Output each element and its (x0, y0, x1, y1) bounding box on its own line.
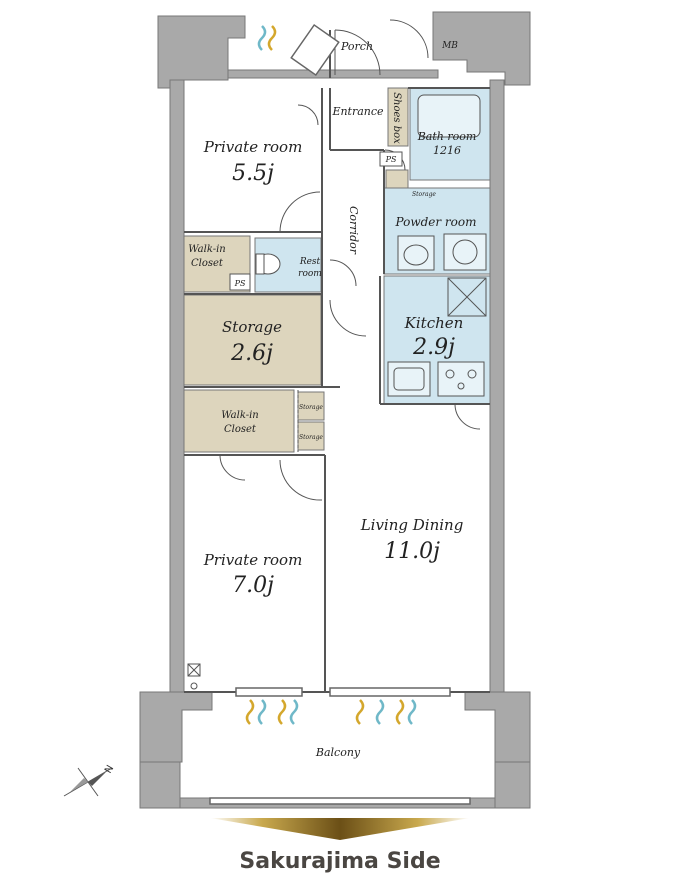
storage-small-top-label: Storage (299, 404, 323, 411)
storage-small-top-area (297, 391, 325, 421)
storage-small-bottom-area (297, 421, 325, 451)
vent-box (187, 663, 201, 677)
range-hood (447, 277, 487, 317)
living-dining-name: Living Dining (360, 516, 464, 534)
orientation-arrow (210, 818, 470, 840)
shoes-box-label: Shoes box (391, 92, 402, 144)
shoes-box-area (387, 87, 409, 147)
ps-toilet-label: PS (234, 279, 246, 288)
storage-main-size: 2.6j (230, 341, 273, 366)
ventilation-icons (245, 25, 417, 725)
private-room-south-name: Private room (203, 551, 303, 569)
cooktop (437, 361, 485, 397)
ps-bath-label: PS (385, 155, 397, 164)
walkin-closet-mid-line2: Closet (224, 424, 257, 435)
entrance-label: Entrance (331, 105, 384, 118)
bathtub (417, 94, 481, 138)
door-swings (219, 19, 481, 501)
ps-toilet-box (229, 273, 251, 291)
corridor-label: Corridor (347, 206, 360, 255)
private-room-north-size: 5.5j (232, 161, 274, 186)
kitchen-size: 2.9j (412, 335, 455, 360)
fixtures (187, 94, 487, 690)
ps-bath-box (379, 151, 403, 167)
compass-north-label: N (103, 764, 116, 776)
balcony-label: Balcony (315, 746, 361, 759)
porch-label: Porch (340, 40, 373, 53)
mb-label: MB (441, 41, 458, 51)
walkin-closet-mid-area (183, 389, 295, 453)
walkin-closet-north-line1: Walk-in (188, 244, 225, 255)
private-room-north-name: Private room (203, 138, 303, 156)
windows (209, 23, 471, 805)
private-room-south-size: 7.0j (232, 573, 274, 598)
bath-room-size: 1216 (433, 144, 461, 157)
walkin-closet-north-line2: Closet (191, 258, 224, 269)
bath-room-name: Bath room (417, 130, 477, 143)
compass-icon: N (63, 764, 116, 797)
rest-room-line1: Rest (299, 257, 321, 267)
walkin-closet-mid-line1: Walk-in (221, 410, 258, 421)
orientation-label: Sakurajima Side (239, 849, 440, 874)
storage-powder-label: Storage (412, 191, 436, 198)
rest-room-line2: room (298, 269, 322, 279)
powder-room-label: Powder room (395, 215, 477, 229)
kitchen-name: Kitchen (404, 314, 464, 332)
storage-main-name: Storage (222, 318, 282, 336)
washing-machine (443, 233, 487, 271)
storage-small-bottom-label: Storage (299, 434, 323, 441)
living-dining-size: 11.0j (384, 539, 440, 564)
storage-main-area (183, 294, 322, 386)
room-labels: Private room 5.5j Walk-in Closet Rest ro… (188, 40, 476, 759)
